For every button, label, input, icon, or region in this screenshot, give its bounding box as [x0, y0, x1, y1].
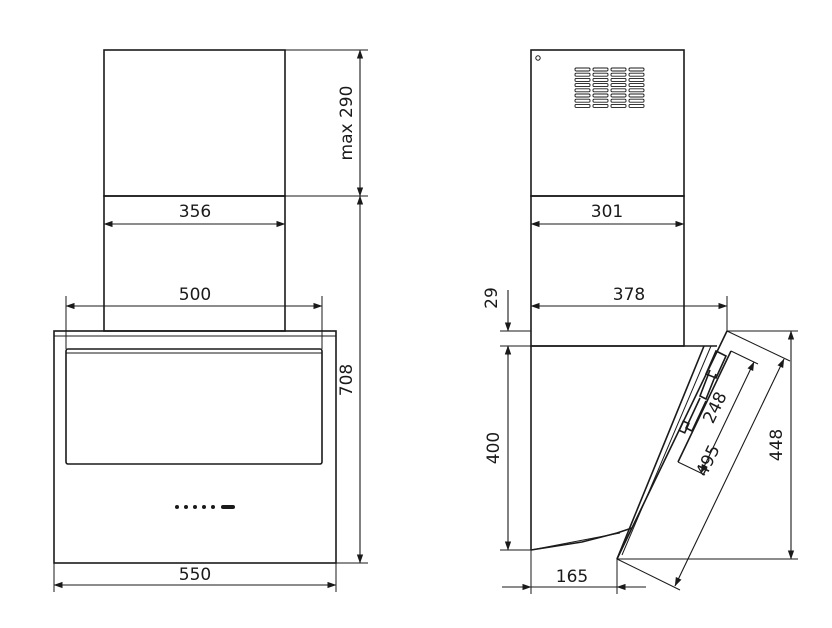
- dim-label-side-total-height: 448: [767, 429, 787, 461]
- vent-slot: [628, 72, 645, 77]
- control-button-4: [202, 505, 206, 509]
- vent-slot: [592, 98, 609, 103]
- dim-label-total-height: 708: [337, 364, 357, 396]
- dim-label-glass-inner: 248: [699, 389, 731, 427]
- vent-slot: [574, 67, 591, 72]
- dim-line-glass-length: [674, 358, 785, 587]
- vent-slot: [628, 93, 645, 98]
- control-display: [221, 505, 235, 509]
- vent-slot: [574, 93, 591, 98]
- side-bottom-edge: [530, 527, 633, 551]
- vent-slot: [610, 103, 627, 108]
- side-upper-chimney: [530, 49, 685, 197]
- vent-slot: [610, 88, 627, 93]
- vent-grille: [574, 67, 645, 108]
- vent-slot: [574, 77, 591, 82]
- vent-slot: [574, 103, 591, 108]
- vent-slot: [628, 83, 645, 88]
- side-glass-inner: [621, 345, 712, 556]
- dim-label-glass-length: 495: [692, 442, 724, 480]
- control-button-3: [193, 505, 197, 509]
- vent-slot: [610, 93, 627, 98]
- vent-slot: [610, 67, 627, 72]
- vent-slot: [628, 67, 645, 72]
- dim-label-base-depth: 165: [556, 567, 588, 587]
- vent-slot: [628, 88, 645, 93]
- front-view: max 290 708 356 500 550: [53, 49, 368, 592]
- vent-slot: [574, 88, 591, 93]
- dim-label-body-height: 400: [484, 432, 504, 464]
- vent-slot: [592, 103, 609, 108]
- control-button-5: [211, 505, 215, 509]
- side-bottom-inner: [530, 532, 621, 551]
- vent-slot: [628, 98, 645, 103]
- side-screw-hole: [535, 55, 541, 61]
- dim-label-chimney-width: 356: [179, 202, 211, 222]
- dim-label-chimney-depth: 301: [591, 202, 623, 222]
- vent-slot: [628, 77, 645, 82]
- vent-slot: [592, 72, 609, 77]
- vent-slot: [628, 103, 645, 108]
- vent-slot: [592, 88, 609, 93]
- dim-label-body-depth: 378: [613, 285, 645, 305]
- side-front-face-outer: [616, 345, 705, 560]
- side-view: 301 378 29 400 165 448 248 495: [482, 49, 798, 594]
- vent-slot: [610, 77, 627, 82]
- vent-slot: [592, 93, 609, 98]
- dim-label-chimney-height: max 290: [337, 86, 357, 161]
- ext-line-glass-length-top: [726, 330, 791, 362]
- vent-slot: [574, 83, 591, 88]
- dim-label-top-gap: 29: [482, 287, 502, 309]
- control-buttons: [175, 505, 235, 509]
- vent-slot: [592, 77, 609, 82]
- side-hinge-foot: [678, 420, 690, 434]
- dim-label-total-width: 550: [179, 565, 211, 585]
- vent-slot: [574, 98, 591, 103]
- vent-slot: [592, 83, 609, 88]
- vent-slot: [610, 98, 627, 103]
- vent-slot: [610, 72, 627, 77]
- vent-slot: [574, 72, 591, 77]
- front-glass-panel: [65, 348, 323, 465]
- control-button-1: [175, 505, 179, 509]
- front-hood-body: [53, 330, 337, 564]
- dim-label-body-width: 500: [179, 285, 211, 305]
- control-button-2: [184, 505, 188, 509]
- front-upper-chimney: [103, 49, 286, 197]
- ext-line-glass-length-bottom: [616, 558, 681, 591]
- vent-slot: [592, 67, 609, 72]
- vent-slot: [610, 83, 627, 88]
